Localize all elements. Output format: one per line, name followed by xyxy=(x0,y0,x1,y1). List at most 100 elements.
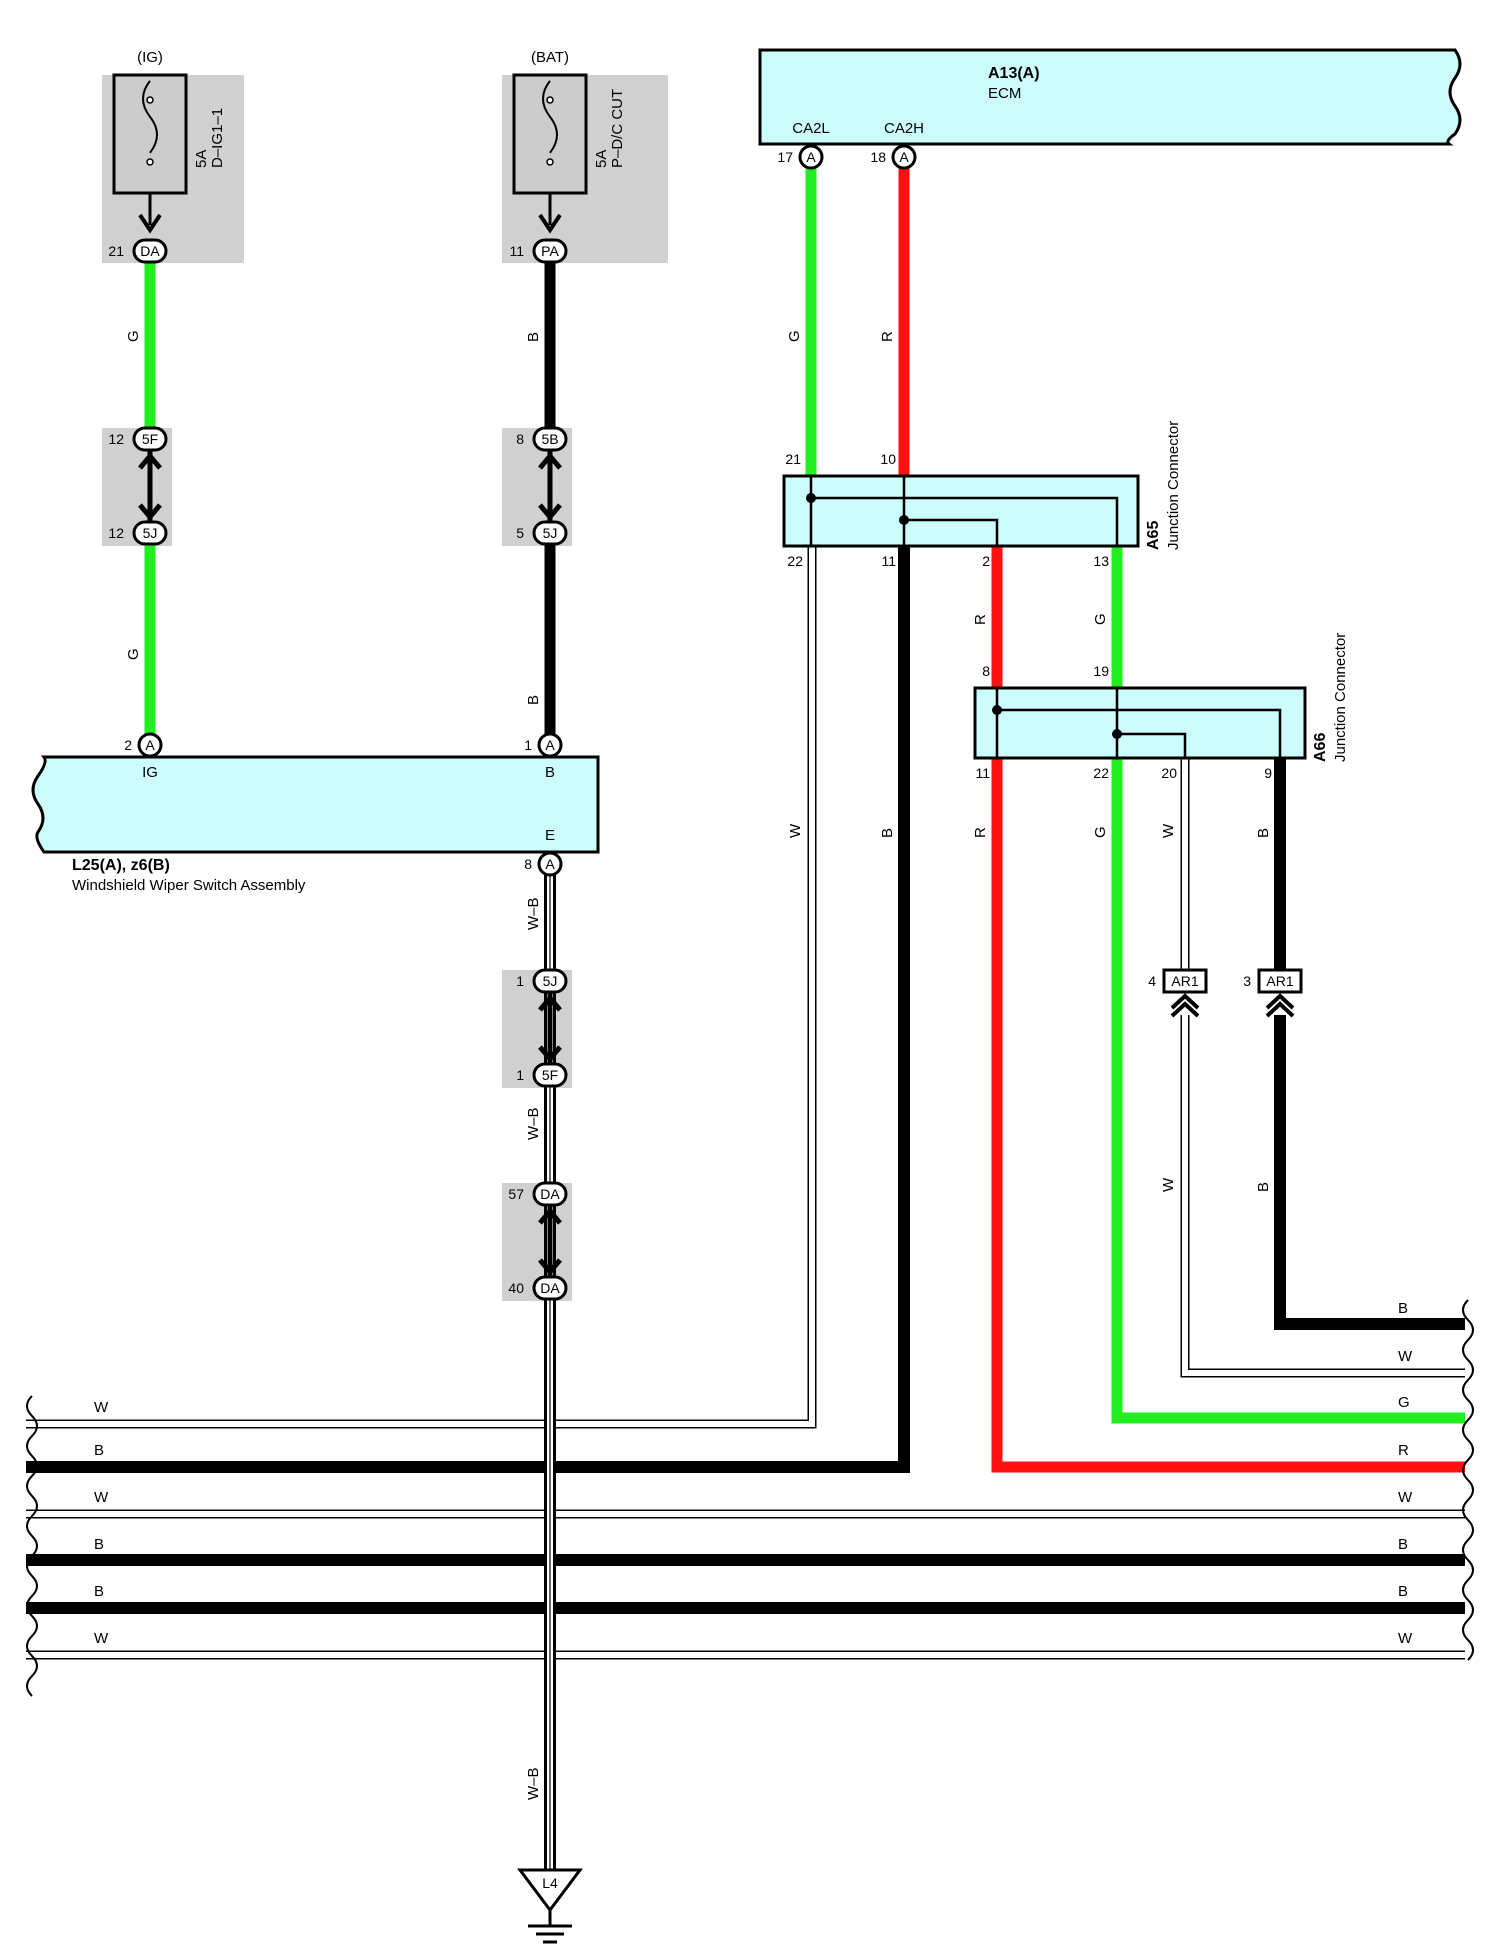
connector-5b-8: 5B xyxy=(532,426,568,452)
connector-5j-12: 5J xyxy=(132,520,168,546)
connector-da-57-no: 57 xyxy=(508,1186,524,1202)
wiper-pin-b-connector: A xyxy=(537,732,563,758)
connector-pa-11: PA xyxy=(532,238,568,264)
connector-da-57: DA xyxy=(532,1181,568,1207)
fuse-bat xyxy=(512,73,588,234)
a66-pin-out-1: 11 xyxy=(975,765,990,781)
connector-da-21: DA xyxy=(132,238,168,264)
fuse-bat-rating: 5A xyxy=(593,150,610,168)
fuse-bat-name: P–D/C CUT xyxy=(609,89,626,168)
fuse-ig xyxy=(112,73,188,234)
connector-mating-arrows-left xyxy=(138,450,162,522)
ecm-pin-b-name: CA2H xyxy=(884,120,924,137)
svg-text:A: A xyxy=(806,149,816,165)
connector-da-21-no: 21 xyxy=(108,243,124,259)
label-ecm-r: R xyxy=(879,331,896,342)
bus-label-right-3: G xyxy=(1398,1394,1410,1411)
wiper-pin-ig-no: 2 xyxy=(124,737,132,753)
svg-text:5F: 5F xyxy=(142,431,158,447)
connector-ar1-3: AR1 xyxy=(1257,968,1303,1018)
svg-text:5J: 5J xyxy=(543,973,558,989)
connector-5b-8-no: 8 xyxy=(516,431,524,447)
wiper-ref: L25(A), z6(B) xyxy=(72,857,170,874)
connector-mating-arrows-center xyxy=(538,450,562,522)
a66-pin-out-2: 22 xyxy=(1093,765,1109,781)
ecm-pin-b-connector: A xyxy=(891,144,917,170)
connector-mating-arrows-lower-1 xyxy=(538,992,562,1064)
label-wb2: W–B xyxy=(525,1107,542,1140)
label-a66-w: W xyxy=(1160,823,1177,838)
wire-a65-w-outline xyxy=(26,546,817,1429)
wiper-pin-b-no: 1 xyxy=(524,737,532,753)
a65-pin-out-4: 13 xyxy=(1093,553,1109,569)
bus-label-right-2: W xyxy=(1398,1348,1413,1365)
wire-a65-b xyxy=(26,546,910,1473)
ecm-pin-a-name: CA2L xyxy=(792,120,830,137)
label-a66-w-left: W xyxy=(787,823,804,838)
wire-a66-g xyxy=(1111,758,1465,1424)
a65-pin-out-1: 22 xyxy=(787,553,803,569)
a66-pin-in-1: 8 xyxy=(982,663,990,679)
label-a65-r: R xyxy=(972,614,989,625)
a66-pin-out-3: 20 xyxy=(1161,765,1177,781)
connector-5j-5: 5J xyxy=(532,520,568,546)
label-g2: G xyxy=(125,648,142,660)
connector-da-40-no: 40 xyxy=(508,1280,524,1296)
bus-label-left-4: W xyxy=(94,1399,109,1416)
svg-text:AR1: AR1 xyxy=(1171,973,1198,989)
connector-mating-arrows-lower-2 xyxy=(538,1205,562,1277)
connector-5f-1-no: 1 xyxy=(516,1067,524,1083)
bus-label-right-9: B xyxy=(1398,1583,1408,1600)
connector-da-40: DA xyxy=(532,1275,568,1301)
wiper-switch-box xyxy=(31,755,600,854)
wiper-pin-ig-name: IG xyxy=(142,764,158,781)
bus-label-right-1: B xyxy=(1398,1300,1408,1317)
a66-ref: A66 xyxy=(1312,733,1329,762)
label-ar1-b: B xyxy=(1255,1182,1272,1192)
bus-label-right-7: W xyxy=(1398,1489,1413,1506)
connector-5j-12-no: 12 xyxy=(108,525,124,541)
label-a66-r: R xyxy=(972,827,989,838)
break-mark-left xyxy=(26,1395,38,1697)
svg-text:A: A xyxy=(545,856,555,872)
label-wb1: W–B xyxy=(525,897,542,930)
wire-ar1-w-core xyxy=(1182,1015,1465,1376)
svg-text:A: A xyxy=(145,737,155,753)
a65-pin-out-2: 11 xyxy=(881,553,896,569)
wiper-pin-e-name: E xyxy=(545,827,555,844)
ecm-name: ECM xyxy=(988,85,1021,102)
bus-label-right-6: R xyxy=(1398,1442,1409,1459)
label-wb3: W–B xyxy=(525,1767,542,1800)
label-a66-b-left: B xyxy=(879,828,896,838)
a66-pin-in-2: 19 xyxy=(1093,663,1109,679)
connector-5f-12: 5F xyxy=(132,426,168,452)
a65-ref: A65 xyxy=(1145,521,1162,550)
ecm-pin-a-no: 17 xyxy=(777,149,793,165)
label-ecm-g: G xyxy=(786,330,803,342)
svg-text:DA: DA xyxy=(140,243,160,259)
wiper-pin-e-no: 8 xyxy=(524,856,532,872)
svg-text:5J: 5J xyxy=(543,525,558,541)
label-a66-b: B xyxy=(1255,828,1272,838)
a65-pin-in-1: 21 xyxy=(785,451,801,467)
connector-5f-12-no: 12 xyxy=(108,431,124,447)
ground-l4: L4 xyxy=(517,1868,583,1944)
a65-name: Junction Connector xyxy=(1165,421,1182,550)
fuse-bat-source: (BAT) xyxy=(531,49,569,66)
svg-text:5B: 5B xyxy=(541,431,558,447)
a65-pin-in-2: 10 xyxy=(880,451,896,467)
wiper-pin-ig-connector: A xyxy=(137,732,163,758)
a66-name: Junction Connector xyxy=(1332,633,1349,762)
bus-label-left-7: W xyxy=(94,1489,109,1506)
svg-text:DA: DA xyxy=(540,1280,560,1296)
bus-label-right-10: W xyxy=(1398,1630,1413,1647)
label-a65-g: G xyxy=(1092,613,1109,625)
connector-ar1-4-no: 4 xyxy=(1148,973,1156,989)
a65-pin-out-3: 2 xyxy=(982,553,990,569)
wiper-name: Windshield Wiper Switch Assembly xyxy=(72,877,306,894)
svg-text:DA: DA xyxy=(540,1186,560,1202)
svg-text:L4: L4 xyxy=(542,1875,558,1891)
label-b2: B xyxy=(525,695,542,705)
bus-label-left-10: W xyxy=(94,1630,109,1647)
